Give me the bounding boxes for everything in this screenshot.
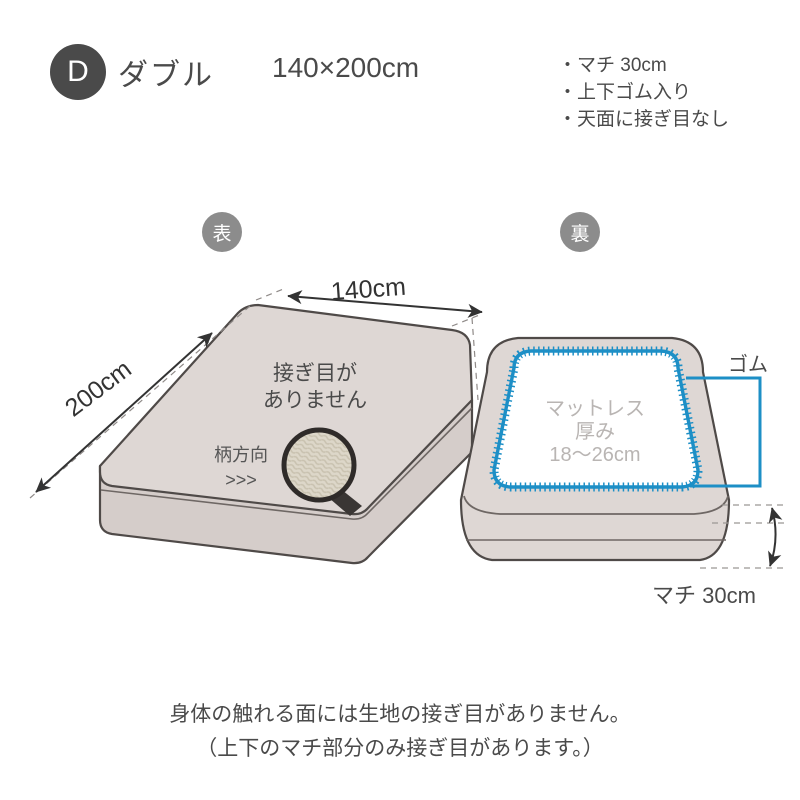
elastic-zigzag-core bbox=[492, 349, 700, 489]
pattern-direction-label: 柄方向 bbox=[214, 445, 268, 465]
face-badge-back: 裏 bbox=[560, 212, 600, 252]
feature-item-elastic: ・上下ゴム入り bbox=[558, 82, 692, 103]
pattern-magnifier-icon bbox=[281, 427, 362, 516]
face-badge-back-label: 裏 bbox=[570, 223, 590, 245]
gusset-dimension-guides bbox=[700, 504, 788, 569]
front-mattress-figure bbox=[29, 287, 483, 565]
size-name-label: ダブル bbox=[118, 59, 214, 92]
back-mattress-figure bbox=[459, 336, 731, 562]
feature-list: ・マチ 30cm ・上下ゴム入り ・天面に接ぎ目なし bbox=[558, 52, 729, 133]
elastic-callout-bracket bbox=[686, 376, 762, 488]
no-seam-note-line1: 接ぎ目が bbox=[273, 362, 357, 385]
pattern-direction-arrows: >>> bbox=[225, 470, 257, 490]
footer-note-line2: （上下のマチ部分のみ接ぎ目があります。） bbox=[196, 737, 604, 760]
face-badge-front: 表 bbox=[202, 212, 242, 252]
size-badge: D bbox=[50, 44, 106, 100]
gusset-label: マチ 30cm bbox=[652, 583, 756, 608]
size-dimensions-label: 140×200cm bbox=[272, 52, 420, 83]
mattress-thickness-line2: 厚み bbox=[575, 421, 615, 443]
no-seam-note: 接ぎ目が ありません bbox=[230, 360, 400, 414]
no-seam-note-line2: ありません bbox=[262, 389, 368, 412]
front-mattress-seam-line bbox=[100, 407, 473, 520]
feature-item-gusset: ・マチ 30cm bbox=[558, 55, 667, 76]
size-badge-letter: D bbox=[67, 55, 89, 88]
mattress-thickness-line1: マットレス bbox=[545, 398, 645, 420]
mattress-thickness-note: マットレス 厚み 18〜26cm bbox=[510, 398, 680, 467]
gusset-dimension-arrow bbox=[768, 507, 783, 567]
face-badge-front-label: 表 bbox=[212, 223, 232, 245]
feature-item-noseam: ・天面に接ぎ目なし bbox=[558, 109, 730, 130]
length-dimension-arrow bbox=[35, 332, 213, 493]
width-dimension-label: 140cm bbox=[330, 272, 407, 306]
elastic-label: ゴム bbox=[728, 354, 768, 376]
footer-note: 身体の触れる面には生地の接ぎ目がありません。 （上下のマチ部分のみ接ぎ目がありま… bbox=[0, 698, 800, 766]
pattern-direction-note: 柄方向 >>> bbox=[196, 443, 286, 493]
width-dimension-arrow bbox=[287, 290, 483, 318]
mattress-thickness-line3: 18〜26cm bbox=[549, 444, 641, 466]
footer-note-line1: 身体の触れる面には生地の接ぎ目がありません。 bbox=[169, 703, 631, 726]
